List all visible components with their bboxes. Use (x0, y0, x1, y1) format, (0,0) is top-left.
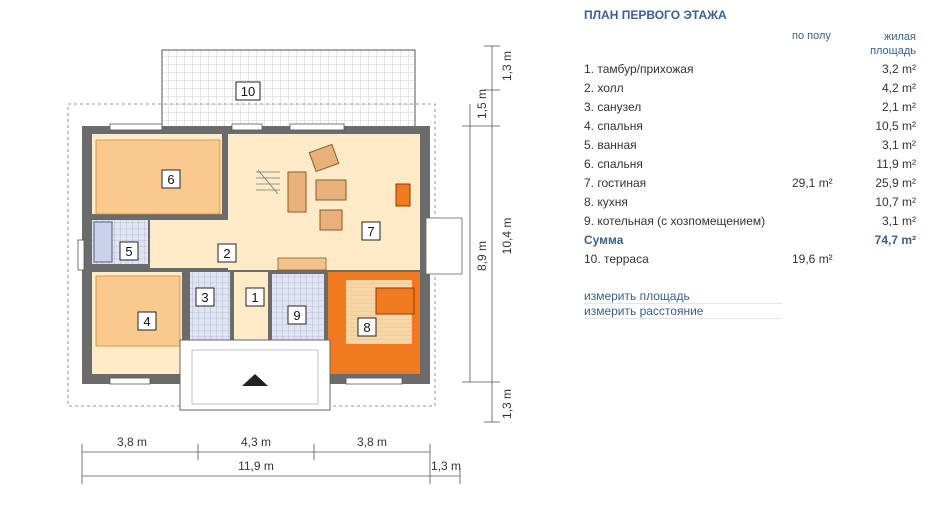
table-row: 4. спальня 10,5 m² (584, 117, 916, 136)
bay-window (425, 217, 463, 275)
kitchen-table (375, 287, 415, 315)
room-living-area: 4,2 m² (881, 81, 916, 95)
table-row: 3. санузел 2,1 m² (584, 98, 916, 117)
window (109, 123, 163, 131)
room-living-area: 3,2 m² (881, 62, 916, 76)
table-header: по полу жилая площадь (584, 30, 916, 60)
dim-label: 4,3 m (241, 435, 271, 449)
room-name: 8. кухня (584, 195, 628, 209)
entrance-arrow (242, 374, 268, 386)
svg-text:6: 6 (167, 172, 174, 187)
room-living-area: 25,9 m² (875, 176, 916, 190)
room-number-4: 4 (137, 311, 157, 331)
table-row: 8. кухня 10,7 m² (584, 193, 916, 212)
terrace-name: 10. терраса (584, 252, 649, 266)
svg-text:4: 4 (143, 314, 150, 329)
room-name: 9. котельная (с хозпомещением) (584, 214, 766, 228)
room-name: 7. гостиная (584, 176, 647, 190)
window (109, 377, 151, 385)
room-number-1: 1 (245, 287, 265, 307)
sum-row: Сумма 74,7 m² (584, 231, 916, 250)
room-hall-2 (150, 220, 270, 268)
window (289, 123, 345, 131)
room-name: 5. ванная (584, 138, 637, 152)
floor-plan-drawing: 1 2 3 4 5 6 7 8 9 10 3,8 m 4,3 m 3,8 m 1… (67, 45, 514, 484)
svg-text:1: 1 (251, 290, 258, 305)
window (231, 123, 263, 131)
table-row: 6. спальня 11,9 m² (584, 155, 916, 174)
svg-text:10: 10 (241, 84, 255, 99)
armchair (308, 143, 340, 173)
room-name: 3. санузел (584, 100, 642, 114)
table-row: 7. гостиная 29,1 m² 25,9 m² (584, 174, 916, 193)
table-row: 9. котельная (с хозпомещением) 3,1 m² (584, 212, 916, 231)
room-living-area: 3,1 m² (881, 214, 916, 228)
room-number-6: 6 (161, 169, 181, 189)
room-living-area: 2,1 m² (881, 100, 916, 114)
dim-label: 3,8 m (357, 435, 387, 449)
table-row: 5. ванная 3,1 m² (584, 136, 916, 155)
terrace-area (161, 49, 416, 129)
room-number-10: 10 (235, 81, 261, 101)
room-name: 2. холл (584, 81, 624, 95)
bed-6 (95, 139, 221, 215)
terrace-row: 10. терраса 19,6 m² (584, 250, 916, 269)
room-name: 4. спальня (584, 119, 643, 133)
room-number-8: 8 (357, 317, 377, 337)
coffee-table (315, 179, 347, 201)
plan-title: ПЛАН ПЕРВОГО ЭТАЖА (584, 8, 727, 22)
table-row: 1. тамбур/прихожая 3,2 m² (584, 60, 916, 79)
bathtub (93, 221, 113, 263)
col-floor-header: по полу (792, 30, 831, 42)
room-floor-area: 29,1 m² (792, 176, 833, 190)
dim-label: 1,5 m (475, 89, 489, 119)
room-name: 1. тамбур/прихожая (584, 62, 694, 76)
dim-label: 10,4 m (500, 218, 514, 255)
room-number-5: 5 (119, 241, 139, 261)
svg-text:9: 9 (293, 308, 300, 323)
dim-label: 1,3 m (500, 389, 514, 419)
room-living-area: 10,7 m² (875, 195, 916, 209)
armchair-2 (319, 209, 343, 231)
dim-label: 1,3 m (431, 459, 461, 473)
dim-label: 3,8 m (117, 435, 147, 449)
area-panel: ПЛАН ПЕРВОГО ЭТАЖА по полу жилая площадь… (584, 8, 916, 319)
window (345, 377, 403, 385)
room-living-area: 11,9 m² (876, 157, 916, 171)
svg-text:7: 7 (367, 224, 374, 239)
counter (277, 257, 327, 271)
svg-text:8: 8 (363, 320, 370, 335)
dim-label: 1,3 m (500, 51, 514, 81)
room-number-9: 9 (287, 305, 307, 325)
sum-value: 74,7 m² (874, 233, 916, 247)
col-living-header: жилая площадь (870, 31, 916, 57)
sum-label: Сумма (584, 233, 624, 247)
measure-area-link[interactable]: измерить площадь (584, 289, 782, 304)
sofa (287, 171, 307, 213)
terrace-floor-area: 19,6 m² (792, 252, 833, 266)
room-living-area: 3,1 m² (881, 138, 916, 152)
fireplace (395, 183, 411, 207)
room-number-2: 2 (217, 243, 237, 263)
room-name: 6. спальня (584, 157, 643, 171)
room-number-3: 3 (195, 287, 215, 307)
room-number-7: 7 (361, 221, 381, 241)
svg-text:2: 2 (223, 246, 230, 261)
room-living-area: 10,5 m² (875, 119, 916, 133)
dim-label: 11,9 m (238, 459, 274, 473)
window (77, 239, 85, 271)
stairs (256, 169, 280, 195)
room-vestibule-1 (234, 272, 268, 342)
svg-text:5: 5 (125, 244, 132, 259)
svg-text:3: 3 (201, 290, 208, 305)
table-row: 2. холл 4,2 m² (584, 79, 916, 98)
bed-4 (95, 275, 181, 347)
dim-label: 8,9 m (475, 241, 489, 271)
measure-distance-link[interactable]: измерить расстояние (584, 304, 782, 319)
